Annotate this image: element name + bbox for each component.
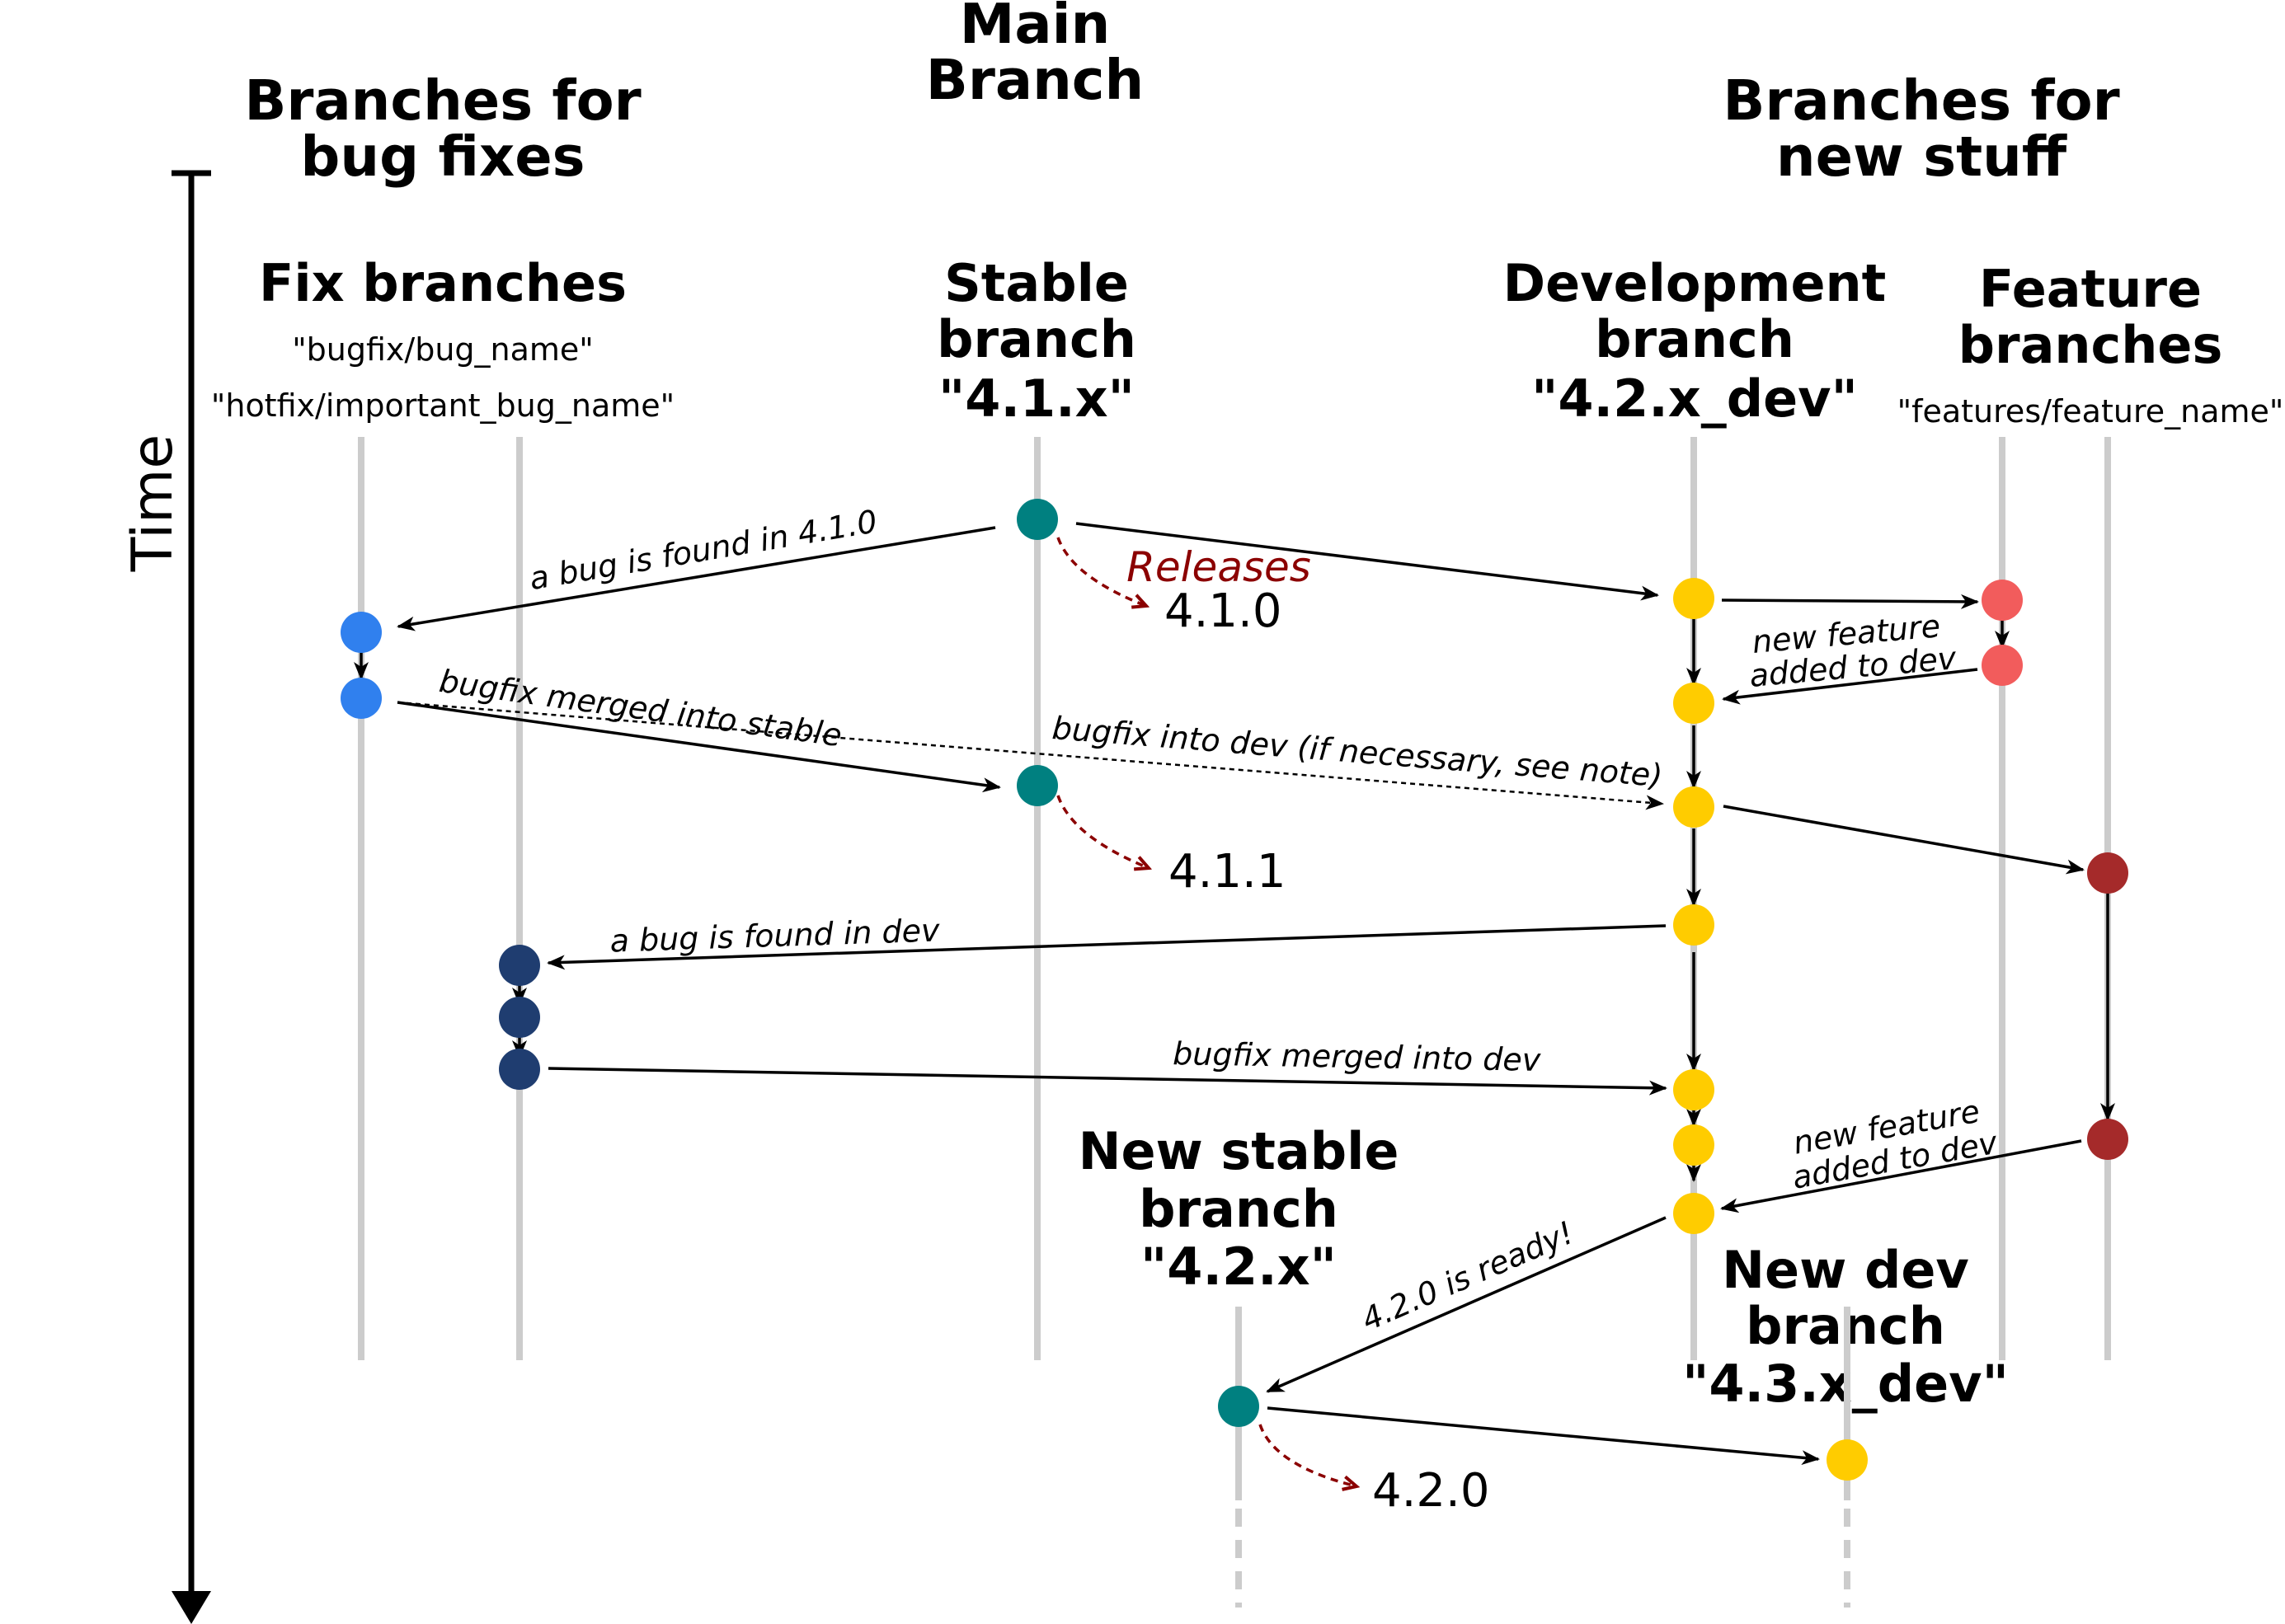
dev-title-line3: "4.2.x_dev" — [1531, 368, 1858, 429]
dev-title-line2: branch — [1595, 309, 1794, 369]
release-arrow-410 — [1056, 537, 1146, 606]
time-axis-arrowhead — [172, 1591, 211, 1624]
note-bugfix-into-dev: bugfix merged into dev — [1173, 1035, 1541, 1078]
edge-fix-a-to-stable — [397, 701, 1001, 793]
edge-dev-to-new-stable — [1266, 1216, 1667, 1393]
commit-fix-b-3 — [499, 1049, 540, 1090]
time-label: Time — [120, 434, 186, 572]
edge-dev-to-feature-b — [1723, 805, 2085, 875]
feature-title-line2: branches — [1958, 315, 2223, 375]
commit-fix-a-2 — [341, 678, 382, 719]
edge-fix-a-to-dev-dotted — [397, 701, 1664, 810]
fix-branches-title: Fix branches — [259, 253, 627, 313]
new-stable-title-line2: branch — [1139, 1179, 1338, 1239]
commit-feature-b-2 — [2087, 1119, 2128, 1160]
commit-dev-3 — [1673, 786, 1714, 828]
edge-dev-to-fix-b — [547, 924, 1667, 970]
commit-feature-b-1 — [2087, 852, 2128, 894]
commit-dev-7 — [1673, 1193, 1714, 1234]
header-bug-fixes-line1: Branches for — [244, 68, 641, 133]
release-arrows — [1056, 537, 1356, 1486]
header-new-stuff-line1: Branches for — [1723, 68, 2119, 133]
commit-dev-1 — [1673, 578, 1714, 619]
header-new-stuff-line2: new stuff — [1776, 124, 2067, 189]
new-dev-title-line1: New dev — [1722, 1240, 1969, 1300]
releases-label: Releases — [1126, 543, 1311, 591]
commit-stable-411 — [1017, 765, 1058, 806]
feature-pattern: "features/feature_name" — [1897, 393, 2284, 429]
commit-new-dev-1 — [1827, 1439, 1868, 1481]
release-label-420: 4.2.0 — [1372, 1464, 1490, 1518]
header-main-line1: Main — [960, 0, 1111, 56]
commit-fix-b-1 — [499, 945, 540, 986]
note-bugfix-into-dev-optional: bugfix into dev (if necessary, see note) — [1051, 710, 1663, 794]
fix-pattern-hotfix: "hotfix/important_bug_name" — [211, 387, 675, 424]
stable-title-line3: "4.1.x" — [938, 368, 1135, 429]
commit-fix-a-1 — [341, 612, 382, 653]
edge-stable-to-dev — [1075, 522, 1659, 601]
release-arrow-420 — [1258, 1424, 1356, 1486]
edge-dev-to-feature-a — [1721, 594, 1979, 609]
note-bug-found-410: a bug is found in 4.1.0 — [527, 503, 880, 597]
commit-dev-6 — [1673, 1124, 1714, 1166]
note-420-ready: 4.2.0 is ready! — [1356, 1214, 1579, 1338]
header-main-line2: Branch — [926, 48, 1144, 112]
merge-edges — [354, 522, 2115, 1466]
commit-feature-a-2 — [1982, 645, 2023, 686]
release-label-411: 4.1.1 — [1168, 845, 1286, 899]
commit-feature-a-1 — [1982, 580, 2023, 621]
commit-fix-b-2 — [499, 997, 540, 1038]
release-arrow-411 — [1056, 795, 1149, 868]
commit-stable-410 — [1017, 499, 1058, 540]
dev-title-line1: Development — [1503, 253, 1887, 313]
edge-new-stable-to-new-dev — [1267, 1406, 1820, 1466]
feature-title-line1: Feature — [1979, 259, 2202, 319]
new-stable-title-line3: "4.2.x" — [1140, 1237, 1337, 1297]
edge-feature-b-to-dev — [1720, 1139, 2082, 1213]
commit-dev-2 — [1673, 683, 1714, 724]
edge-feature-a-to-dev — [1722, 668, 1978, 705]
note-bugfix-into-stable: bugfix merged into stable — [437, 663, 844, 753]
edge-stable-to-fix-a — [397, 526, 996, 631]
commit-nodes — [341, 499, 2128, 1481]
time-axis: Time — [120, 170, 211, 1624]
fix-pattern-bugfix: "bugfix/bug_name" — [292, 331, 594, 368]
stable-title-line1: Stable — [944, 253, 1129, 313]
commit-dev-5 — [1673, 1069, 1714, 1110]
commit-new-stable-420 — [1218, 1386, 1259, 1427]
new-stable-title-line1: New stable — [1079, 1121, 1399, 1181]
stable-title-line2: branch — [937, 309, 1136, 369]
header-bug-fixes-line2: bug fixes — [300, 124, 585, 189]
release-label-410: 4.1.0 — [1164, 584, 1282, 638]
edge-fix-b-to-dev — [548, 1067, 1667, 1096]
commit-dev-4 — [1673, 904, 1714, 946]
